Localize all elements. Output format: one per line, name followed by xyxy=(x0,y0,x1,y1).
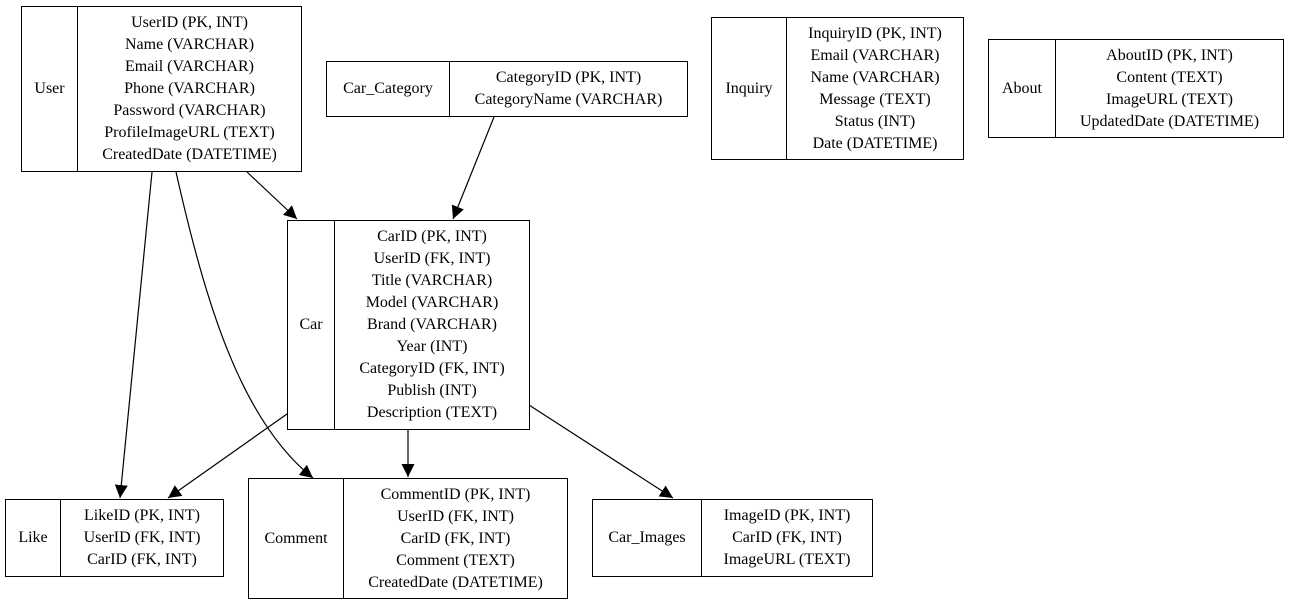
field-list: CommentID (PK, INT) UserID (FK, INT) Car… xyxy=(344,479,567,598)
edge-category-to-car xyxy=(451,116,495,220)
field: ImageURL (TEXT) xyxy=(1106,90,1233,108)
edge-user-to-like xyxy=(114,171,153,499)
field: CreatedDate (DATETIME) xyxy=(368,573,543,591)
field: CommentID (PK, INT) xyxy=(380,485,531,503)
field: Name (VARCHAR) xyxy=(124,36,255,53)
field: CategoryID (PK, INT) xyxy=(495,69,642,86)
entity-name: User xyxy=(22,7,78,171)
field-list: UserID (PK, INT) Name (VARCHAR) Email (V… xyxy=(78,7,301,171)
field: Date (DATETIME) xyxy=(812,134,938,152)
entity-about: About AboutID (PK, INT) Content (TEXT) I… xyxy=(988,39,1284,138)
entity-name: About xyxy=(989,40,1056,137)
field: AboutID (PK, INT) xyxy=(1106,46,1233,64)
entity-name: Like xyxy=(6,500,61,576)
field-list: LikeID (PK, INT) UserID (FK, INT) CarID … xyxy=(61,500,223,576)
entity-name: Car xyxy=(288,221,335,429)
field: Status (INT) xyxy=(834,112,916,130)
field: Year (INT) xyxy=(396,338,468,355)
field: InquiryID (PK, INT) xyxy=(808,24,942,42)
field: Name (VARCHAR) xyxy=(810,68,940,86)
entity-name: Comment xyxy=(249,479,344,598)
entity-user: User UserID (PK, INT) Name (VARCHAR) Ema… xyxy=(21,6,302,172)
field: CarID (FK, INT) xyxy=(732,529,842,546)
field: CreatedDate (DATETIME) xyxy=(102,146,277,163)
field: UpdatedDate (DATETIME) xyxy=(1079,112,1260,130)
field: Content (TEXT) xyxy=(1116,68,1223,86)
entity-car: Car CarID (PK, INT) UserID (FK, INT) Tit… xyxy=(287,220,530,430)
field: CarID (FK, INT) xyxy=(87,551,197,568)
entity-inquiry: Inquiry InquiryID (PK, INT) Email (VARCH… xyxy=(711,17,964,160)
entity-comment: Comment CommentID (PK, INT) UserID (FK, … xyxy=(248,478,568,599)
entity-name: Car_Category xyxy=(327,62,450,116)
field-list: InquiryID (PK, INT) Email (VARCHAR) Name… xyxy=(787,18,963,159)
edge-car-to-car-images xyxy=(528,404,674,499)
field: Publish (INT) xyxy=(387,382,477,399)
field: CategoryName (VARCHAR) xyxy=(474,91,663,108)
field: Password (VARCHAR) xyxy=(113,102,266,119)
entity-name: Inquiry xyxy=(712,18,787,159)
field: ImageID (PK, INT) xyxy=(723,507,851,524)
field: ImageURL (TEXT) xyxy=(723,551,851,568)
field: UserID (FK, INT) xyxy=(83,529,201,546)
field-list: CategoryID (PK, INT) CategoryName (VARCH… xyxy=(450,62,687,116)
edge-car-to-like xyxy=(167,413,288,499)
edge-user-to-comment xyxy=(175,171,314,479)
field: UserID (FK, INT) xyxy=(373,250,491,267)
edge-user-to-car xyxy=(246,171,298,220)
field-list: AboutID (PK, INT) Content (TEXT) ImageUR… xyxy=(1056,40,1283,137)
field: Phone (VARCHAR) xyxy=(124,80,255,97)
field: Brand (VARCHAR) xyxy=(367,316,497,333)
field-list: ImageID (PK, INT) CarID (FK, INT) ImageU… xyxy=(702,500,872,576)
field: UserID (PK, INT) xyxy=(131,14,248,31)
field: LikeID (PK, INT) xyxy=(84,507,200,524)
field: CarID (FK, INT) xyxy=(400,529,511,547)
field: Title (VARCHAR) xyxy=(371,272,493,289)
field: CategoryID (FK, INT) xyxy=(359,360,505,377)
entity-car-category: Car_Category CategoryID (PK, INT) Catego… xyxy=(326,61,688,117)
field: Email (VARCHAR) xyxy=(810,46,940,64)
field: Email (VARCHAR) xyxy=(124,58,255,75)
field: Message (TEXT) xyxy=(819,90,931,108)
field: Description (TEXT) xyxy=(366,404,498,421)
entity-car-images: Car_Images ImageID (PK, INT) CarID (FK, … xyxy=(592,499,873,577)
field-list: CarID (PK, INT) UserID (FK, INT) Title (… xyxy=(335,221,529,429)
field: CarID (PK, INT) xyxy=(377,228,487,245)
entity-like: Like LikeID (PK, INT) UserID (FK, INT) C… xyxy=(5,499,224,577)
entity-name: Car_Images xyxy=(593,500,702,576)
field: Model (VARCHAR) xyxy=(365,294,499,311)
field: ProfileImageURL (TEXT) xyxy=(104,124,275,141)
field: Comment (TEXT) xyxy=(396,551,515,569)
field: UserID (FK, INT) xyxy=(397,507,514,525)
